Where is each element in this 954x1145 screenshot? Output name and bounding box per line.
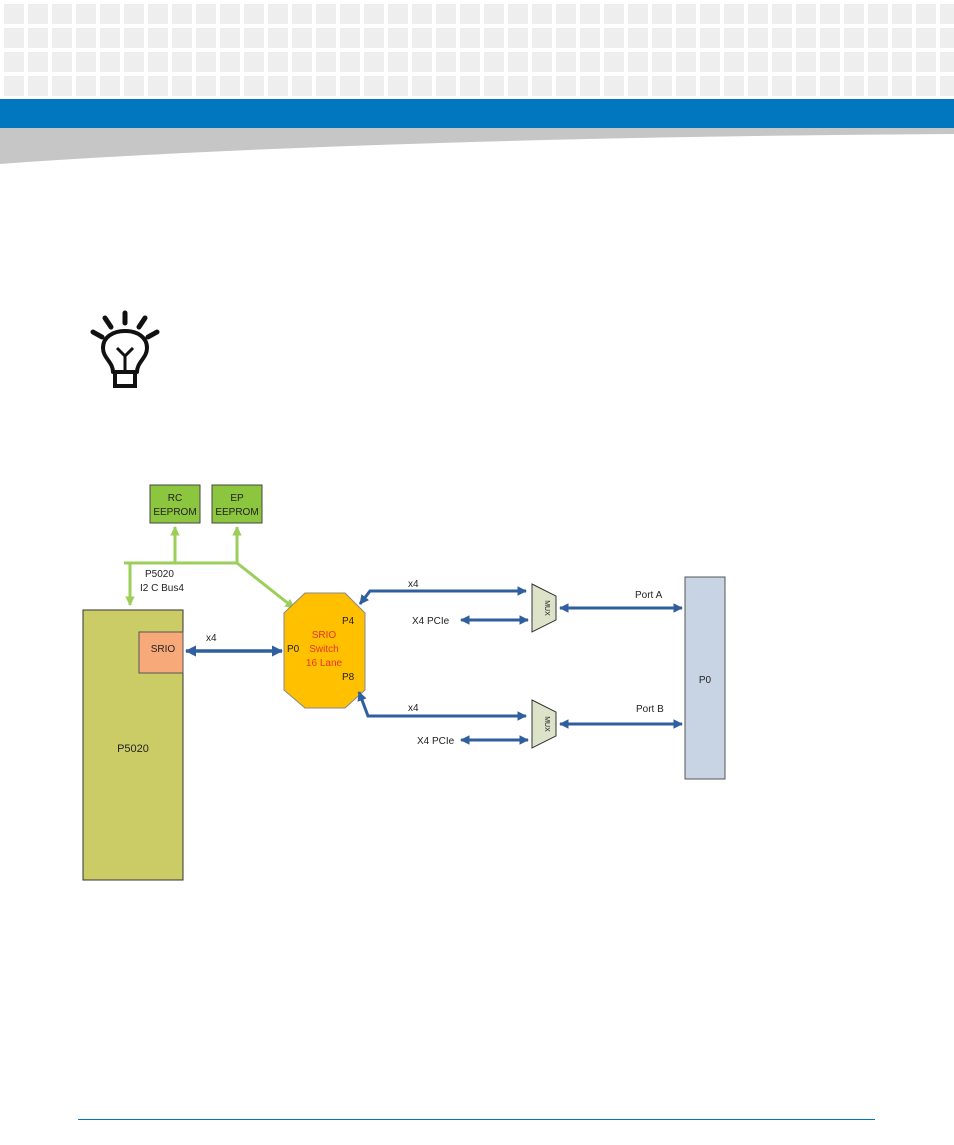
switch-mux-top-link xyxy=(358,586,527,605)
header-bar xyxy=(0,99,954,128)
footer-rule xyxy=(78,1119,875,1120)
srio-switch xyxy=(283,592,366,709)
header-swoosh xyxy=(0,128,954,164)
switch-mux-bottom-link xyxy=(357,691,527,721)
switch-port-p0: P0 xyxy=(287,644,300,655)
i2c-bus-lines xyxy=(124,526,295,610)
switch-label-3: 16 Lane xyxy=(306,658,343,669)
rc-eeprom-label-2: EEPROM xyxy=(153,507,196,518)
p0-connector-label: P0 xyxy=(699,675,712,686)
i2c-label-2: I2 C Bus4 xyxy=(140,583,184,594)
pcie-bottom-label: X4 PCIe xyxy=(417,736,455,747)
i2c-label-1: P5020 xyxy=(145,569,174,580)
switch-port-p4: P4 xyxy=(342,616,355,627)
port-a-label: Port A xyxy=(635,590,663,601)
ep-eeprom-block xyxy=(211,484,263,524)
port-b-label: Port B xyxy=(636,704,664,715)
header-pattern xyxy=(0,0,954,96)
p0-connector xyxy=(684,576,726,780)
pcie-top-label: X4 PCIe xyxy=(412,616,450,627)
mux-bottom xyxy=(531,699,557,749)
bottom-link-label: x4 xyxy=(408,703,419,714)
mux-top xyxy=(531,583,557,633)
rc-eeprom-label-1: RC xyxy=(168,493,182,504)
p5020-cpu-label: P5020 xyxy=(117,743,149,755)
mux-top-label: MUX xyxy=(543,600,550,616)
block-diagram: RC EEPROM EP EEPROM P5020 I2 C Bus4 P502… xyxy=(82,484,726,881)
lightbulb-icon xyxy=(90,310,160,388)
switch-label-1: SRIO xyxy=(312,630,337,641)
ep-eeprom-label-1: EP xyxy=(230,493,244,504)
top-link-label: x4 xyxy=(408,579,419,590)
cpu-link-label: x4 xyxy=(206,633,217,644)
srio-label: SRIO xyxy=(151,644,176,655)
ep-eeprom-label-2: EEPROM xyxy=(215,507,258,518)
switch-port-p8: P8 xyxy=(342,672,355,683)
switch-label-2: Switch xyxy=(309,644,338,655)
rc-eeprom-block xyxy=(149,484,201,524)
srio-block xyxy=(138,631,184,674)
mux-bottom-label: MUX xyxy=(543,716,550,732)
